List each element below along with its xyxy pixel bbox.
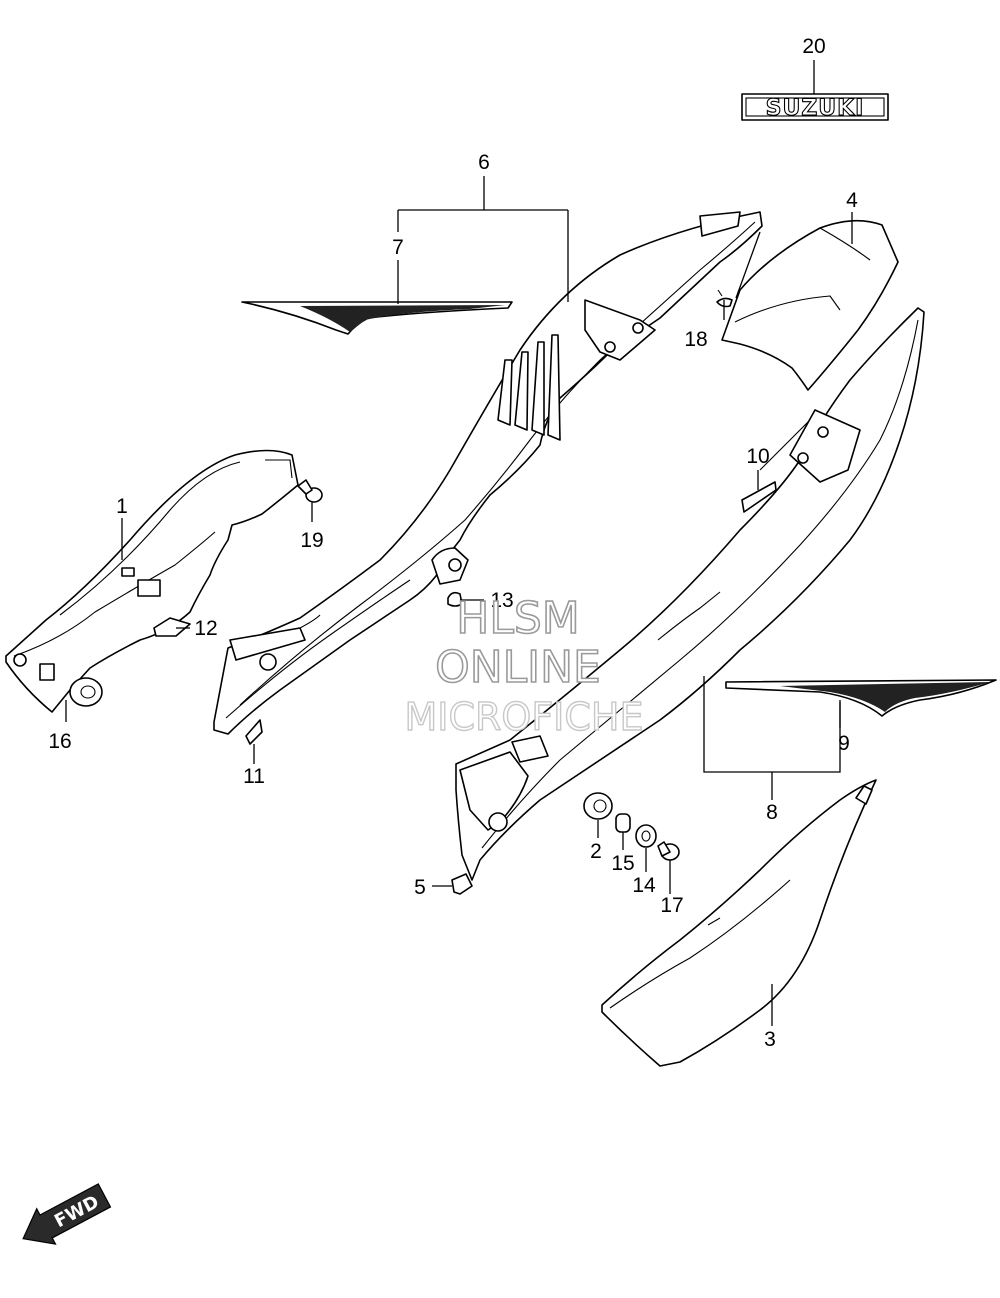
- callout-14: 14: [632, 874, 656, 897]
- callout-18: 18: [684, 328, 707, 351]
- decal-left-stripe: [241, 301, 513, 335]
- watermark-line1: HLSM: [456, 593, 580, 644]
- watermark-line2: ONLINE: [435, 642, 601, 693]
- pad-11: [245, 719, 263, 745]
- front-side-cover: [5, 449, 299, 713]
- callout-3: 3: [764, 1028, 776, 1051]
- callout-12: 12: [194, 617, 217, 640]
- collar-15: [615, 813, 631, 833]
- emblem-text: SUZUKI: [766, 96, 865, 121]
- callout-1: 1: [116, 495, 128, 518]
- callout-7: 7: [392, 236, 404, 259]
- callout-10: 10: [746, 445, 769, 468]
- callout-6: 6: [478, 151, 490, 174]
- callout-8: 8: [766, 801, 778, 824]
- callout-4: 4: [846, 189, 858, 212]
- callout-20: 20: [802, 35, 825, 58]
- callout-19: 19: [300, 529, 323, 552]
- callout-9: 9: [838, 732, 850, 755]
- watermark: HLSM ONLINE MICROFICHE: [404, 592, 644, 740]
- grommet-16: [69, 677, 103, 707]
- callout-15: 15: [611, 852, 634, 875]
- clip-13: [447, 591, 463, 607]
- callout-numbers: 20 6 7 4 18 10 1 19 12 13 16 11 9 8 2 15…: [48, 35, 858, 1051]
- callout-2: 2: [590, 840, 602, 863]
- washer-14: [635, 824, 657, 848]
- right-frame-cover: [455, 307, 925, 881]
- left-frame-cover: [213, 211, 763, 735]
- fwd-badge: FWD: [22, 1183, 112, 1245]
- leader-lines: [65, 60, 853, 1026]
- pad-12: [153, 617, 191, 637]
- nut-5: [451, 873, 473, 895]
- screw-19: [297, 479, 323, 503]
- pad-10: [741, 481, 777, 513]
- callout-17: 17: [660, 894, 683, 917]
- callout-5: 5: [414, 876, 426, 899]
- callout-13: 13: [490, 589, 513, 612]
- bolt-17: [657, 841, 680, 861]
- callout-11: 11: [243, 765, 265, 788]
- grommet-2: [583, 792, 613, 820]
- tail-cover: [721, 219, 899, 391]
- callout-16: 16: [48, 730, 71, 753]
- watermark-line3: MICROFICHE: [404, 695, 643, 739]
- decal-right-stripe: [725, 679, 997, 717]
- lower-rear-cover: [601, 779, 877, 1067]
- suzuki-emblem: SUZUKI: [741, 93, 889, 122]
